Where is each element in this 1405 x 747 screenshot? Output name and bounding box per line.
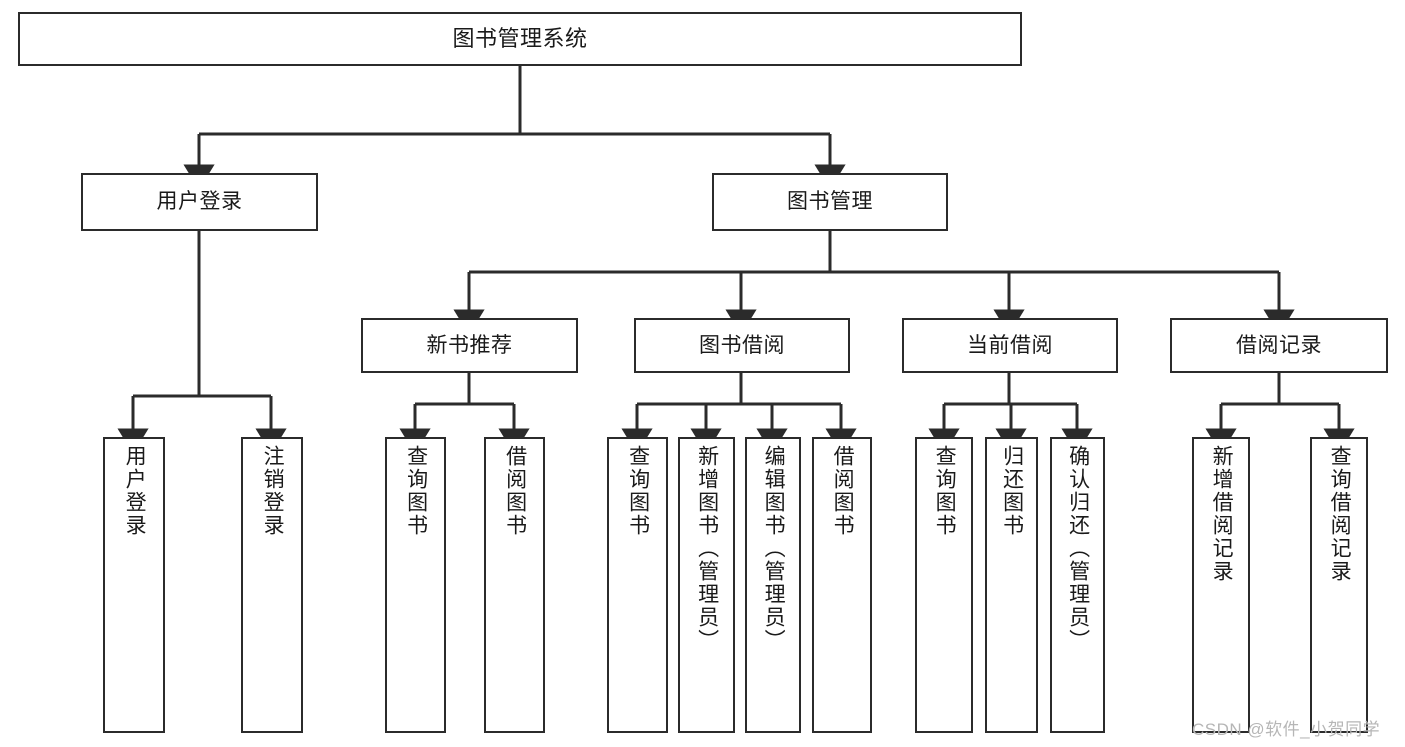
node-user-login-label: 用户登录 [156, 190, 243, 214]
leaf-current-return-book-label: 归还图书 [1000, 445, 1024, 537]
node-book-management[interactable]: 图书管理 [712, 173, 948, 231]
leaf-current-query-book-label: 查询图书 [933, 445, 957, 537]
leaf-borrow-add-book-admin-label: 新增图书（管理员） [695, 445, 719, 652]
leaf-borrow-edit-book-admin-label: 编辑图书（管理员） [762, 445, 786, 652]
leaf-user-login-label: 用户登录 [123, 445, 147, 537]
leaf-logout-label: 注销登录 [261, 445, 285, 537]
leaf-borrow-add-book-admin[interactable]: 新增图书（管理员） [678, 437, 735, 733]
node-current-borrow[interactable]: 当前借阅 [902, 318, 1118, 373]
node-root[interactable]: 图书管理系统 [18, 12, 1022, 66]
leaf-current-return-book[interactable]: 归还图书 [985, 437, 1038, 733]
leaf-current-confirm-return-admin[interactable]: 确认归还（管理员） [1050, 437, 1105, 733]
node-borrow-records-label: 借阅记录 [1236, 333, 1322, 357]
leaf-records-add-record[interactable]: 新增借阅记录 [1192, 437, 1250, 733]
leaf-borrow-borrow-book[interactable]: 借阅图书 [812, 437, 872, 733]
leaf-borrow-borrow-book-label: 借阅图书 [831, 445, 855, 537]
leaf-newbook-borrow-book[interactable]: 借阅图书 [484, 437, 545, 733]
leaf-records-query-record[interactable]: 查询借阅记录 [1310, 437, 1368, 733]
node-book-management-label: 图书管理 [787, 190, 873, 214]
leaf-borrow-query-book-label: 查询图书 [626, 445, 650, 537]
node-current-borrow-label: 当前借阅 [967, 333, 1053, 357]
node-book-borrow[interactable]: 图书借阅 [634, 318, 850, 373]
leaf-borrow-query-book[interactable]: 查询图书 [607, 437, 668, 733]
node-root-label: 图书管理系统 [452, 25, 588, 51]
node-borrow-records[interactable]: 借阅记录 [1170, 318, 1388, 373]
node-book-borrow-label: 图书借阅 [699, 333, 785, 357]
leaf-newbook-borrow-book-label: 借阅图书 [503, 445, 527, 537]
leaf-borrow-edit-book-admin[interactable]: 编辑图书（管理员） [745, 437, 801, 733]
csdn-watermark: CSDN @软件_小贺同学 [1192, 720, 1381, 739]
leaf-current-confirm-return-admin-label: 确认归还（管理员） [1066, 445, 1090, 652]
leaf-newbook-query-book[interactable]: 查询图书 [385, 437, 446, 733]
node-new-book-recommend-label: 新书推荐 [426, 333, 513, 357]
leaf-records-add-record-label: 新增借阅记录 [1210, 445, 1234, 583]
leaf-records-query-record-label: 查询借阅记录 [1328, 445, 1352, 583]
leaf-user-login[interactable]: 用户登录 [103, 437, 165, 733]
node-new-book-recommend[interactable]: 新书推荐 [361, 318, 578, 373]
leaf-logout[interactable]: 注销登录 [241, 437, 303, 733]
leaf-newbook-query-book-label: 查询图书 [404, 445, 428, 537]
node-user-login[interactable]: 用户登录 [81, 173, 318, 231]
leaf-current-query-book[interactable]: 查询图书 [915, 437, 973, 733]
